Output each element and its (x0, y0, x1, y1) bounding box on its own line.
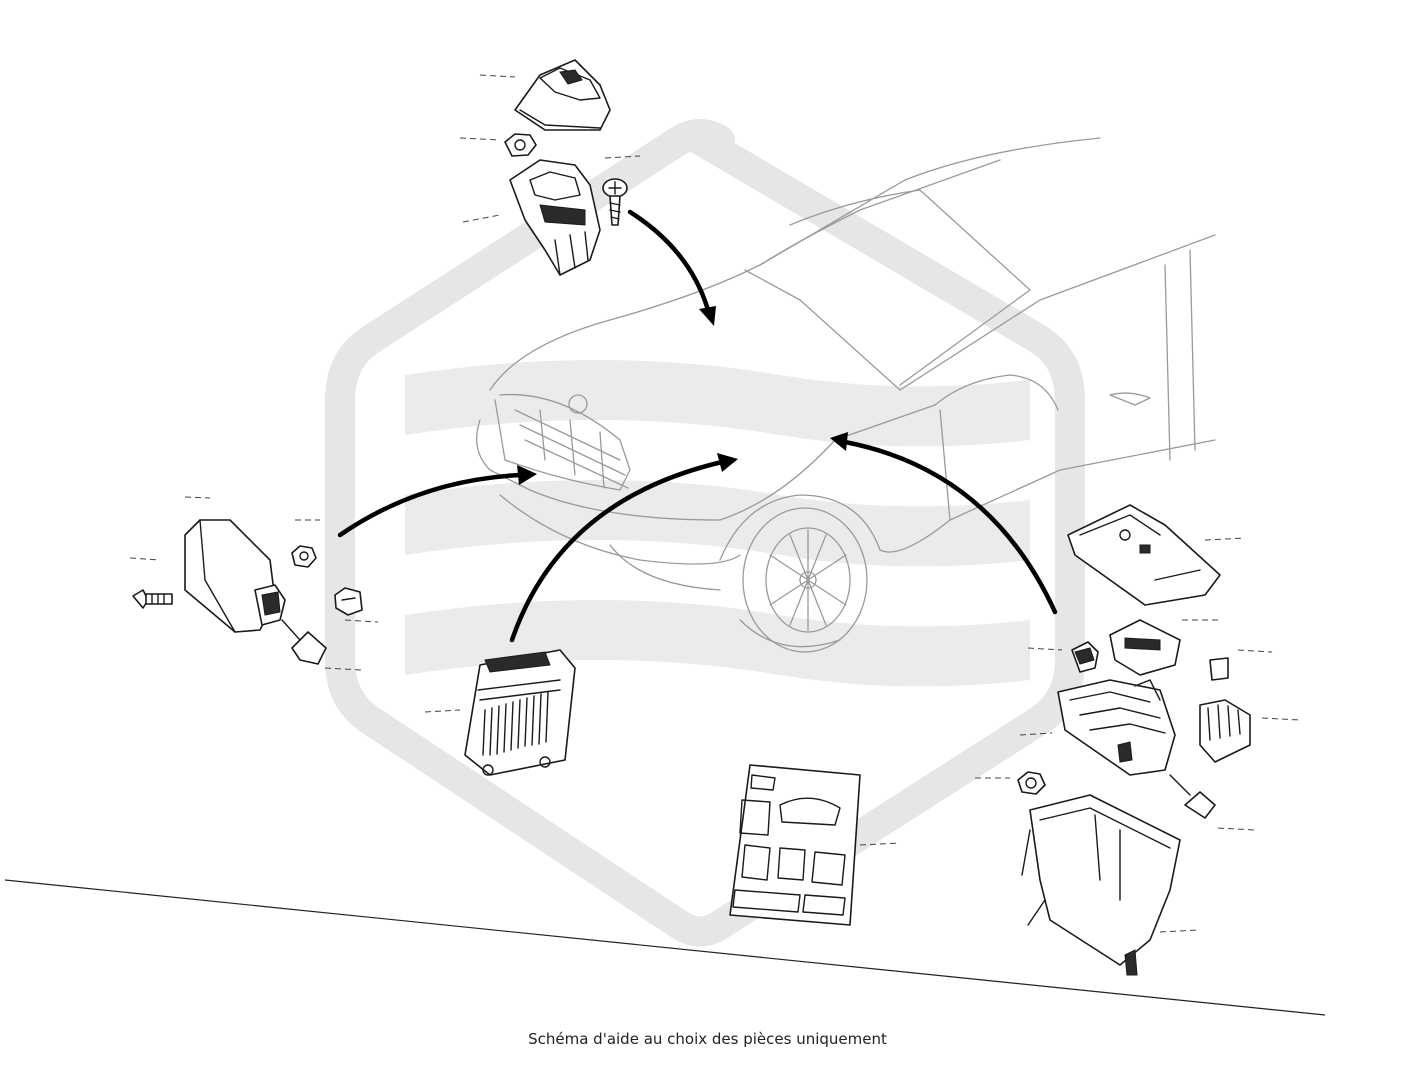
relay-module-part (509, 159, 601, 276)
relay-block-part (1057, 679, 1176, 776)
fuse-part (1209, 657, 1229, 681)
cover-part (514, 59, 611, 131)
radar-sensor-part (184, 519, 286, 633)
connector-tag-right-part (1169, 774, 1216, 819)
screw-part (602, 178, 628, 226)
connector-block-part (1199, 699, 1251, 763)
car-outline (476, 137, 1216, 653)
ground-line (4, 879, 1326, 1016)
nut-right-part (1017, 771, 1046, 795)
fuse-box-housing-part (1021, 794, 1181, 976)
nut-part (504, 133, 537, 157)
relay-part (1071, 641, 1099, 673)
arrows (337, 209, 1058, 643)
instruction-sheet (729, 764, 861, 926)
clip-part (334, 587, 363, 616)
fuse-box-cover-part (1067, 504, 1221, 606)
engine-ecu-part (464, 649, 576, 776)
nut-left-part (291, 545, 317, 568)
bolt-part (132, 589, 173, 609)
connector-tag-part (281, 619, 327, 665)
fuse-holder-part (1109, 619, 1181, 676)
caption: Schéma d'aide au choix des pièces unique… (528, 1030, 887, 1048)
watermark-logo (325, 119, 1085, 947)
